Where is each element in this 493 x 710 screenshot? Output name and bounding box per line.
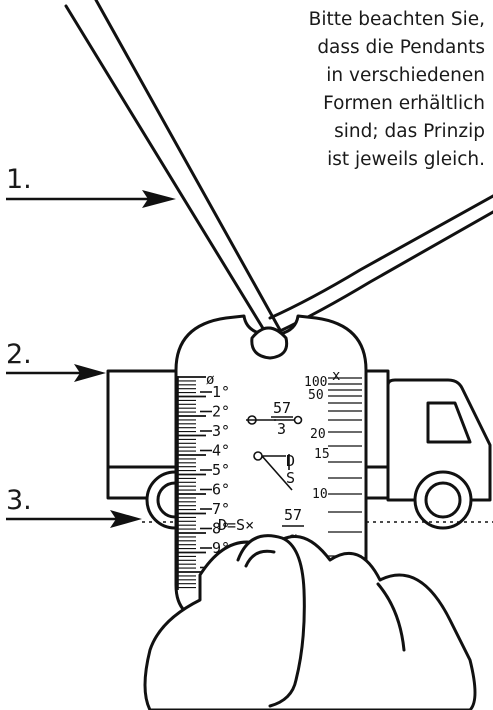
hand xyxy=(143,534,477,710)
formula-bottom-prefix: D=S× xyxy=(218,516,254,534)
distance-label: 15 xyxy=(314,447,330,462)
hand-thumb xyxy=(236,534,306,708)
step-label-1: 1. xyxy=(6,164,32,195)
step-label-2: 2. xyxy=(6,339,32,370)
formula-bottom-numerator: 57 xyxy=(284,506,302,524)
distance-label: 20 xyxy=(310,427,326,442)
info-note-line: Formen erhältlich xyxy=(323,93,485,114)
info-note-line: Bitte beachten Sie, xyxy=(308,9,485,30)
arrow-1 xyxy=(6,190,176,208)
truck-front-hub xyxy=(424,481,462,519)
formula-mid: D S xyxy=(253,451,295,491)
formula-mid-d: D xyxy=(286,452,295,470)
degree-label: 1° xyxy=(212,383,230,401)
scale-top-left-glyph: ø xyxy=(206,372,215,388)
formula-top: 57 3 xyxy=(246,399,303,438)
degree-label: 2° xyxy=(212,403,230,421)
distance-label: 100 xyxy=(304,375,327,390)
distance-ruler xyxy=(328,377,362,557)
arrow-3 xyxy=(6,510,142,528)
info-note-line: dass die Pendants xyxy=(317,37,485,58)
distance-label: 10 xyxy=(312,487,328,502)
scale-top-right-glyph: x xyxy=(332,368,340,384)
arrow-2 xyxy=(6,364,106,382)
truck-window xyxy=(426,401,472,444)
formula-mid-s: S xyxy=(286,469,295,487)
step-label-3: 3. xyxy=(6,485,32,516)
pendant-eyelet xyxy=(250,326,289,360)
degree-ruler xyxy=(177,376,206,590)
distance-label: 50 xyxy=(308,388,324,403)
degree-label: 3° xyxy=(212,422,230,440)
degree-label: 8° xyxy=(212,520,230,538)
degree-label: 7° xyxy=(212,500,230,518)
degree-label: 6° xyxy=(212,481,230,499)
degree-label: 5° xyxy=(212,461,230,479)
info-note-line: in verschiedenen xyxy=(326,65,485,86)
info-note: Bitte beachten Sie, dass die Pendants in v… xyxy=(245,6,485,174)
formula-top-denominator: 3 xyxy=(277,420,286,438)
thumb-nail xyxy=(244,549,276,568)
info-note-line: ist jeweils gleich. xyxy=(327,149,485,170)
degree-label: 4° xyxy=(212,442,230,460)
formula-top-numerator: 57 xyxy=(273,399,291,417)
info-note-line: sind; das Prinzip xyxy=(334,121,485,142)
